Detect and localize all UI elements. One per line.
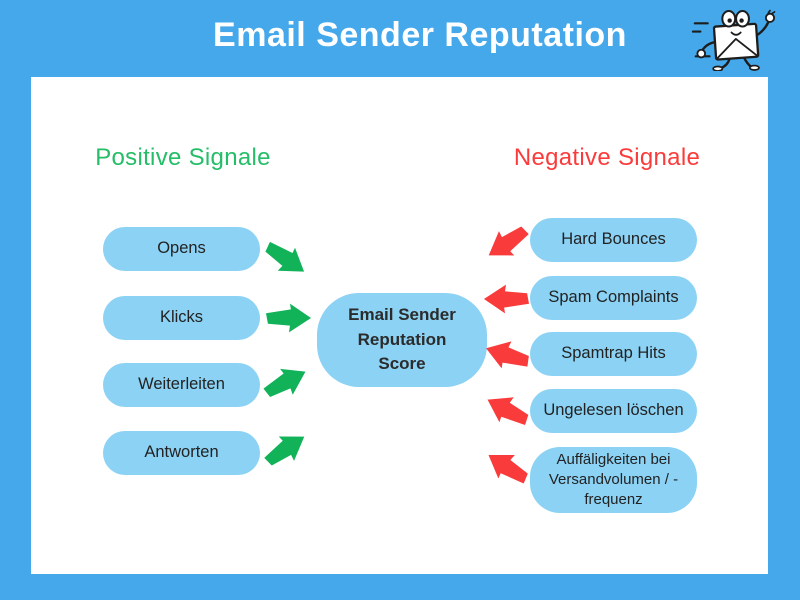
pill-label: Antworten (144, 443, 219, 462)
positive-signal-pill-opens: Opens (103, 227, 260, 271)
negative-signal-pill-auffaeligkeiten: Auffäligkeiten bei Versandvolumen / -fre… (530, 447, 697, 513)
positive-signal-pill-antworten: Antworten (103, 431, 260, 475)
page-title: Email Sender Reputation (213, 16, 627, 54)
arrow-left-icon (478, 439, 536, 494)
negative-signal-pill-spam-complaints: Spam Complaints (530, 276, 697, 320)
arrow-right-icon (257, 421, 315, 477)
arrow-left-icon (478, 383, 536, 436)
positive-signal-pill-klicks: Klicks (103, 296, 260, 340)
pill-label: Ungelesen löschen (543, 401, 684, 420)
negative-signal-pill-spamtrap-hits: Spamtrap Hits (530, 332, 697, 376)
pill-label: Opens (157, 239, 206, 258)
arrow-right-icon (257, 355, 315, 408)
negative-signal-pill-hard-bounces: Hard Bounces (530, 218, 697, 262)
pill-label: Spam Complaints (548, 288, 679, 307)
pill-label: Hard Bounces (561, 230, 666, 249)
reputation-score-node: Email Sender Reputation Score (317, 293, 487, 387)
arrow-right-icon (266, 300, 312, 336)
running-envelope-mascot-icon (688, 5, 786, 72)
pill-label: Spamtrap Hits (561, 344, 666, 363)
arrow-left-icon (480, 331, 535, 379)
positive-signal-pill-weiterleiten: Weiterleiten (103, 363, 260, 407)
pill-label: Klicks (159, 308, 204, 327)
arrow-right-icon (257, 231, 315, 287)
arrow-left-icon (483, 281, 529, 317)
center-label: Email Sender Reputation Score (348, 305, 456, 374)
negative-signals-heading: Negative Signale (513, 144, 701, 171)
negative-signal-pill-ungelesen-loeschen: Ungelesen löschen (530, 389, 697, 433)
pill-label: Weiterleiten (138, 375, 225, 394)
arrow-left-icon (478, 215, 536, 271)
pill-label: Auffäligkeiten bei Versandvolumen / -fre… (548, 450, 679, 509)
positive-signals-heading: Positive Signale (95, 144, 271, 171)
